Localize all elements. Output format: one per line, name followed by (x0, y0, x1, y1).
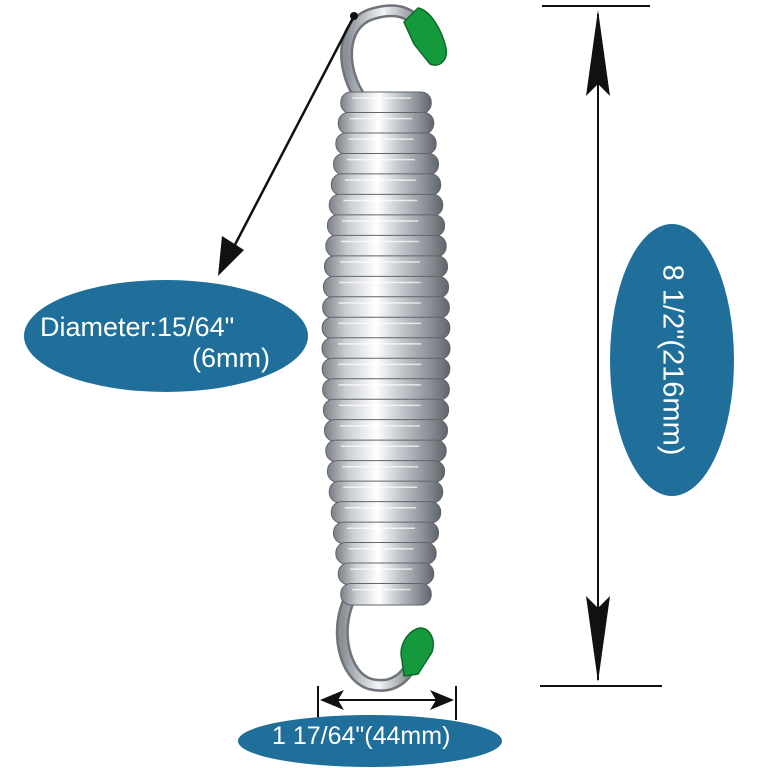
diameter-label: Diameter:15/64" (6mm) (40, 312, 270, 374)
spring-coil (332, 152, 440, 176)
spring-coil (322, 296, 450, 319)
spring-coil (323, 255, 449, 278)
spring-coil (330, 173, 442, 196)
width-dimension (317, 686, 457, 720)
bottom-hook (335, 591, 434, 692)
spring-coil (335, 132, 437, 155)
diameter-callout (24, 280, 308, 392)
spring-coil (326, 460, 446, 483)
spring-coil (322, 398, 450, 422)
spring-coil (321, 316, 451, 340)
diameter-leader-arrow (218, 12, 358, 276)
diameter-value: Diameter:15/64" (40, 312, 235, 342)
spring-coil (340, 583, 432, 606)
spring-coil (322, 275, 450, 299)
spring-coil (321, 337, 451, 360)
spring-coils (321, 91, 451, 606)
spring-coil (337, 111, 435, 135)
spring-coil (326, 214, 446, 237)
spring-coil (335, 542, 437, 565)
spring-coil (322, 378, 450, 401)
spring-coil (325, 234, 447, 258)
length-callout (610, 224, 734, 496)
length-dimension (540, 5, 662, 687)
top-hook-cap (403, 7, 448, 66)
length-label: 8 1/2"(216mm) (656, 264, 689, 456)
spring-coil (340, 91, 432, 114)
bottom-hook-cap (400, 627, 434, 677)
spring-coil (328, 193, 444, 217)
top-hook (340, 4, 448, 107)
spring-coil (328, 480, 444, 504)
width-label: 1 17/64"(44mm) (272, 722, 451, 750)
spring-coil (332, 521, 440, 545)
spring-coil (330, 501, 442, 524)
diameter-metric: (6mm) (192, 343, 270, 374)
spring-coil (325, 439, 447, 463)
width-callout (238, 715, 502, 767)
spring-coil (337, 562, 435, 586)
spring-coil (321, 357, 451, 381)
spring-coil (323, 419, 449, 442)
